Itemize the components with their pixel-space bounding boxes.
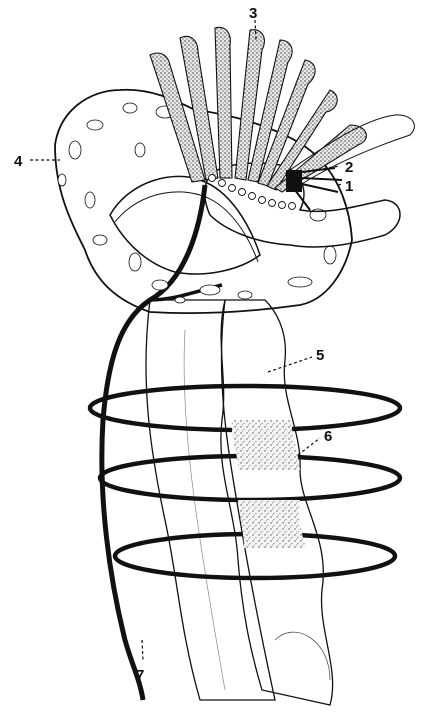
gut-tube-front-segment — [232, 420, 300, 470]
label-1: 1 — [345, 178, 353, 195]
label-5: 5 — [316, 347, 324, 364]
label-4: 4 — [14, 153, 23, 170]
stalk-tube-light-crease — [184, 330, 225, 690]
label-2: 2 — [345, 159, 353, 176]
gut-tube-bulge — [275, 632, 330, 680]
label-7: 7 — [136, 667, 144, 684]
label-3: 3 — [249, 5, 257, 22]
label-6: 6 — [324, 428, 332, 445]
gut-tube-front-segment-2 — [238, 500, 306, 548]
